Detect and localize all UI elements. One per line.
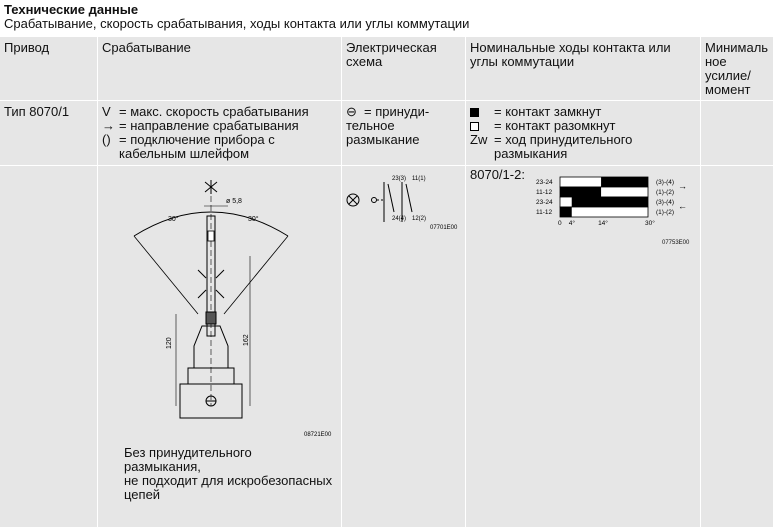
paren-text-cont: кабельным шлейфом [119, 146, 250, 161]
x-tick-14°: 14° [598, 219, 608, 227]
header-actuation: Срабатывание [98, 37, 341, 100]
row2-drawing: 120 162 ø 5,8 30° 30° 08721E00 Без прину… [98, 166, 341, 527]
header-force-line3: усилие/ [705, 68, 751, 83]
zw-text-cont: размыкания [494, 146, 568, 161]
note-line4: цепей [124, 487, 161, 502]
header-schematic-line1: Электрическая [346, 40, 437, 55]
contact-row-2-terminal: (1)-(2) [656, 189, 674, 196]
row2-drive [0, 166, 97, 527]
header-travel: Номинальные ходы контакта или углы комму… [466, 37, 700, 100]
closed-text: = контакт замкнут [494, 104, 602, 119]
contact-chart: 23-24 (3)-(4) 11-12 (1)-(2) 23-24 (3)-(4) 11-1… [536, 176, 687, 227]
header-actuation-label: Срабатывание [102, 40, 191, 55]
closed-square-icon [470, 108, 479, 117]
diameter-label: ø 5,8 [226, 198, 242, 205]
contact-row-4-open [559, 206, 649, 218]
x-tick-4°: 4° [569, 219, 576, 227]
header-travel-line1: Номинальные ходы контакта или [470, 40, 671, 55]
v-text: = макс. скорость срабатывания [119, 104, 309, 119]
contact-row-4-closed-1 [560, 207, 572, 217]
contact-row-4-label: 11-12 [536, 209, 553, 216]
header-travel-line2: углы коммутации [470, 54, 575, 69]
title-block: Технические данные Срабатывание, скорост… [0, 0, 773, 36]
paren-text: = подключение прибора с [119, 132, 275, 147]
drive-type: Тип 8070/1 [4, 104, 70, 119]
dim-120-label: 120 [166, 337, 173, 349]
forced-text-1: = принуди- [364, 104, 430, 119]
dim-162-label: 162 [243, 334, 250, 346]
paren-symbol: () [102, 132, 111, 147]
header-force-line4: момент [705, 82, 751, 97]
header-schematic-line2: схема [346, 54, 383, 69]
row1-force [701, 101, 773, 165]
row2-force [701, 166, 773, 527]
arrow-right-icon: → [102, 118, 115, 133]
contact-row-3-terminal: (3)-(4) [656, 199, 674, 206]
row2-schematic: 23(3) 11(1) 24(4) 12(2) 07701E00 [342, 166, 465, 527]
note-line1: Без принудительного [124, 445, 252, 460]
direction-back-icon: ← [678, 201, 687, 211]
zw-symbol: Zw [470, 132, 488, 147]
terminal-11-1: 11(1) [412, 176, 426, 182]
x-tick-30°: 30° [645, 219, 655, 227]
note-line2: размыкания, [124, 459, 201, 474]
contact-row-4-terminal: (1)-(2) [656, 209, 674, 216]
page-subtitle: Срабатывание, скорость срабатывания, ход… [4, 16, 470, 31]
contact-row-2-label: 11-12 [536, 189, 553, 196]
angle-left-label: 30° [168, 215, 179, 223]
page-title: Технические данные [4, 2, 139, 17]
row1-schematic: ⊖ = принуди- тельное размыкание [342, 101, 465, 165]
chart-label: 8070/1-2: [470, 167, 525, 182]
contact-row-3-label: 23-24 [536, 199, 553, 206]
drawing-code: 08721E00 [304, 432, 332, 438]
contact-row-1-closed-1 [601, 177, 648, 187]
open-text: = контакт разомкнут [494, 118, 616, 133]
header-drive-label: Привод [4, 40, 50, 55]
open-square-icon [470, 122, 479, 131]
angle-right-label: 30° [248, 215, 259, 223]
forced-text-3: размыкание [346, 132, 420, 147]
header-schematic: Электрическая схема [342, 37, 465, 100]
header-force-line2: ное [705, 54, 727, 69]
contact-row-1-label: 23-24 [536, 179, 553, 186]
forced-opening-icon: ⊖ [346, 104, 357, 119]
note-block: Без принудительного размыкания, не подхо… [124, 446, 332, 502]
forced-text-2: тельное [346, 118, 395, 133]
row1-legend: V = макс. скорость срабатывания → = направ… [98, 101, 341, 165]
terminal-24-4: 24(4) [392, 216, 406, 222]
terminal-12-2: 12(2) [412, 216, 426, 222]
schematic-code: 07701E00 [430, 225, 458, 231]
header-force: Минималь ное усилие/ момент [701, 37, 773, 100]
header-drive: Привод [0, 37, 97, 100]
row1-travel: = контакт замкнут = контакт разомкнут Zw… [466, 101, 700, 165]
row1-drive: Тип 8070/1 [0, 101, 97, 165]
row2-travel-chart: 8070/1-2: 23-24 (3)-(4) 11-12 (1)-(2) 23-24 (… [466, 166, 700, 527]
contact-row-3-closed-1 [571, 197, 648, 207]
terminal-23-3: 23(3) [392, 176, 406, 182]
v-symbol: V [102, 104, 111, 119]
header-force-line1: Минималь [705, 40, 769, 55]
switch-drawing: 120 162 ø 5,8 30° 30° 08721E00 [133, 180, 332, 438]
note-line3: не подходит для искробезопасных [124, 473, 333, 488]
arrow-text: = направление срабатывания [119, 118, 299, 133]
direction-forward-icon: → [678, 181, 687, 191]
x-tick-0: 0 [558, 220, 562, 227]
contact-row-2-closed-1 [560, 187, 602, 197]
chart-code: 07753E00 [662, 240, 690, 246]
zw-text: = ход принудительного [494, 132, 633, 147]
circuit-diagram: 23(3) 11(1) 24(4) 12(2) 07701E00 [346, 176, 458, 231]
contact-row-1-terminal: (3)-(4) [656, 179, 674, 186]
